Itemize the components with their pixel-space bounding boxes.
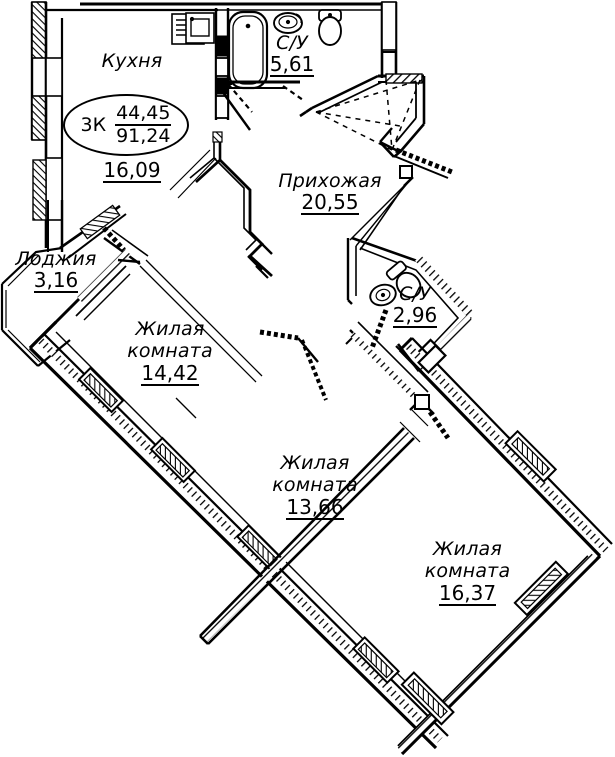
window-southwest-1 <box>77 366 125 414</box>
entrance-door <box>393 147 453 179</box>
room-area-bath2: 2,96 <box>392 303 438 329</box>
window-southeast <box>513 560 570 617</box>
room-label-loggia: Лоджия 3,16 <box>0 248 114 294</box>
room-name-room1-line2: комната <box>127 340 213 363</box>
badge-living-area: 44,45 <box>115 102 172 126</box>
badge-area-fraction: 44,45 91,24 <box>115 102 172 147</box>
partition-room3-lower <box>199 427 415 645</box>
loggia-walls <box>0 246 71 367</box>
room-name-bath2: С/У <box>399 283 431 305</box>
toilet-icon <box>318 9 342 46</box>
room-name-room2-line1: Жилая <box>280 452 350 474</box>
room-area-bath1: 5,61 <box>269 52 315 78</box>
partition-room2-room3 <box>349 321 435 415</box>
room-area-kitchen-wrap: 16,09 <box>52 160 212 183</box>
room-label-bath2: С/У 2,96 <box>370 283 460 329</box>
outer-wall-northeast <box>398 336 613 558</box>
badge-room-count: 3К <box>80 114 107 136</box>
badge-total-area: 91,24 <box>116 125 171 147</box>
room-area-loggia: 3,16 <box>33 268 79 294</box>
room-name-loggia: Лоджия <box>15 248 97 270</box>
room-name-kitchen: Кухня <box>101 50 163 72</box>
room-area-room1: 14,42 <box>141 360 199 386</box>
badge-ellipse-shape <box>63 94 189 156</box>
bathtub-icon <box>227 10 269 90</box>
room-name-room1-line1: Жилая <box>135 318 205 340</box>
room-name-hall: Прихожая <box>278 170 382 192</box>
window-southwest-2 <box>149 436 197 484</box>
room-label-room1: Жилая комната 14,42 <box>100 318 240 386</box>
window-northeast <box>504 429 558 483</box>
wall-room3-upper <box>345 337 353 345</box>
room-area-kitchen: 16,09 <box>103 158 161 183</box>
room-label-room2: Жилая комната 13,66 <box>240 452 390 520</box>
room-name-room3-line2: комната <box>424 560 511 583</box>
door-swing-room3 <box>427 410 451 440</box>
wall-corner-nw <box>28 249 141 350</box>
washbasin-icon-bath2 <box>369 283 397 307</box>
washbasin-icon <box>273 12 303 34</box>
kitchen-sink-icon <box>185 12 215 44</box>
room-name-room3-line1: Жилая <box>432 538 503 560</box>
toilet-icon-bath2 <box>385 260 422 299</box>
apartment-summary-badge: 3К 44,45 91,24 <box>63 94 189 156</box>
room-area-room3: 16,37 <box>438 580 497 606</box>
outer-wall-southeast <box>397 553 602 756</box>
vestibule-dashed <box>315 79 421 151</box>
room-label-kitchen: Кухня <box>52 50 212 72</box>
room-area-hall: 20,55 <box>301 190 359 216</box>
room-name-room2-line2: комната <box>272 474 358 497</box>
door-swing-loggia <box>102 226 126 252</box>
door-swing <box>227 83 253 113</box>
room-label-bath1: С/У 5,61 <box>237 32 347 78</box>
window-bottom <box>400 671 455 726</box>
door-swing-bath1 <box>282 85 304 101</box>
room-area-room2: 13,66 <box>286 494 344 520</box>
room-name-bath1: С/У <box>276 32 308 54</box>
room-label-room3: Жилая комната 16,37 <box>390 538 545 606</box>
door-swing-room1 <box>259 329 328 401</box>
room-label-hall: Прихожая 20,55 <box>250 170 410 216</box>
window-southwest-4 <box>351 635 401 685</box>
